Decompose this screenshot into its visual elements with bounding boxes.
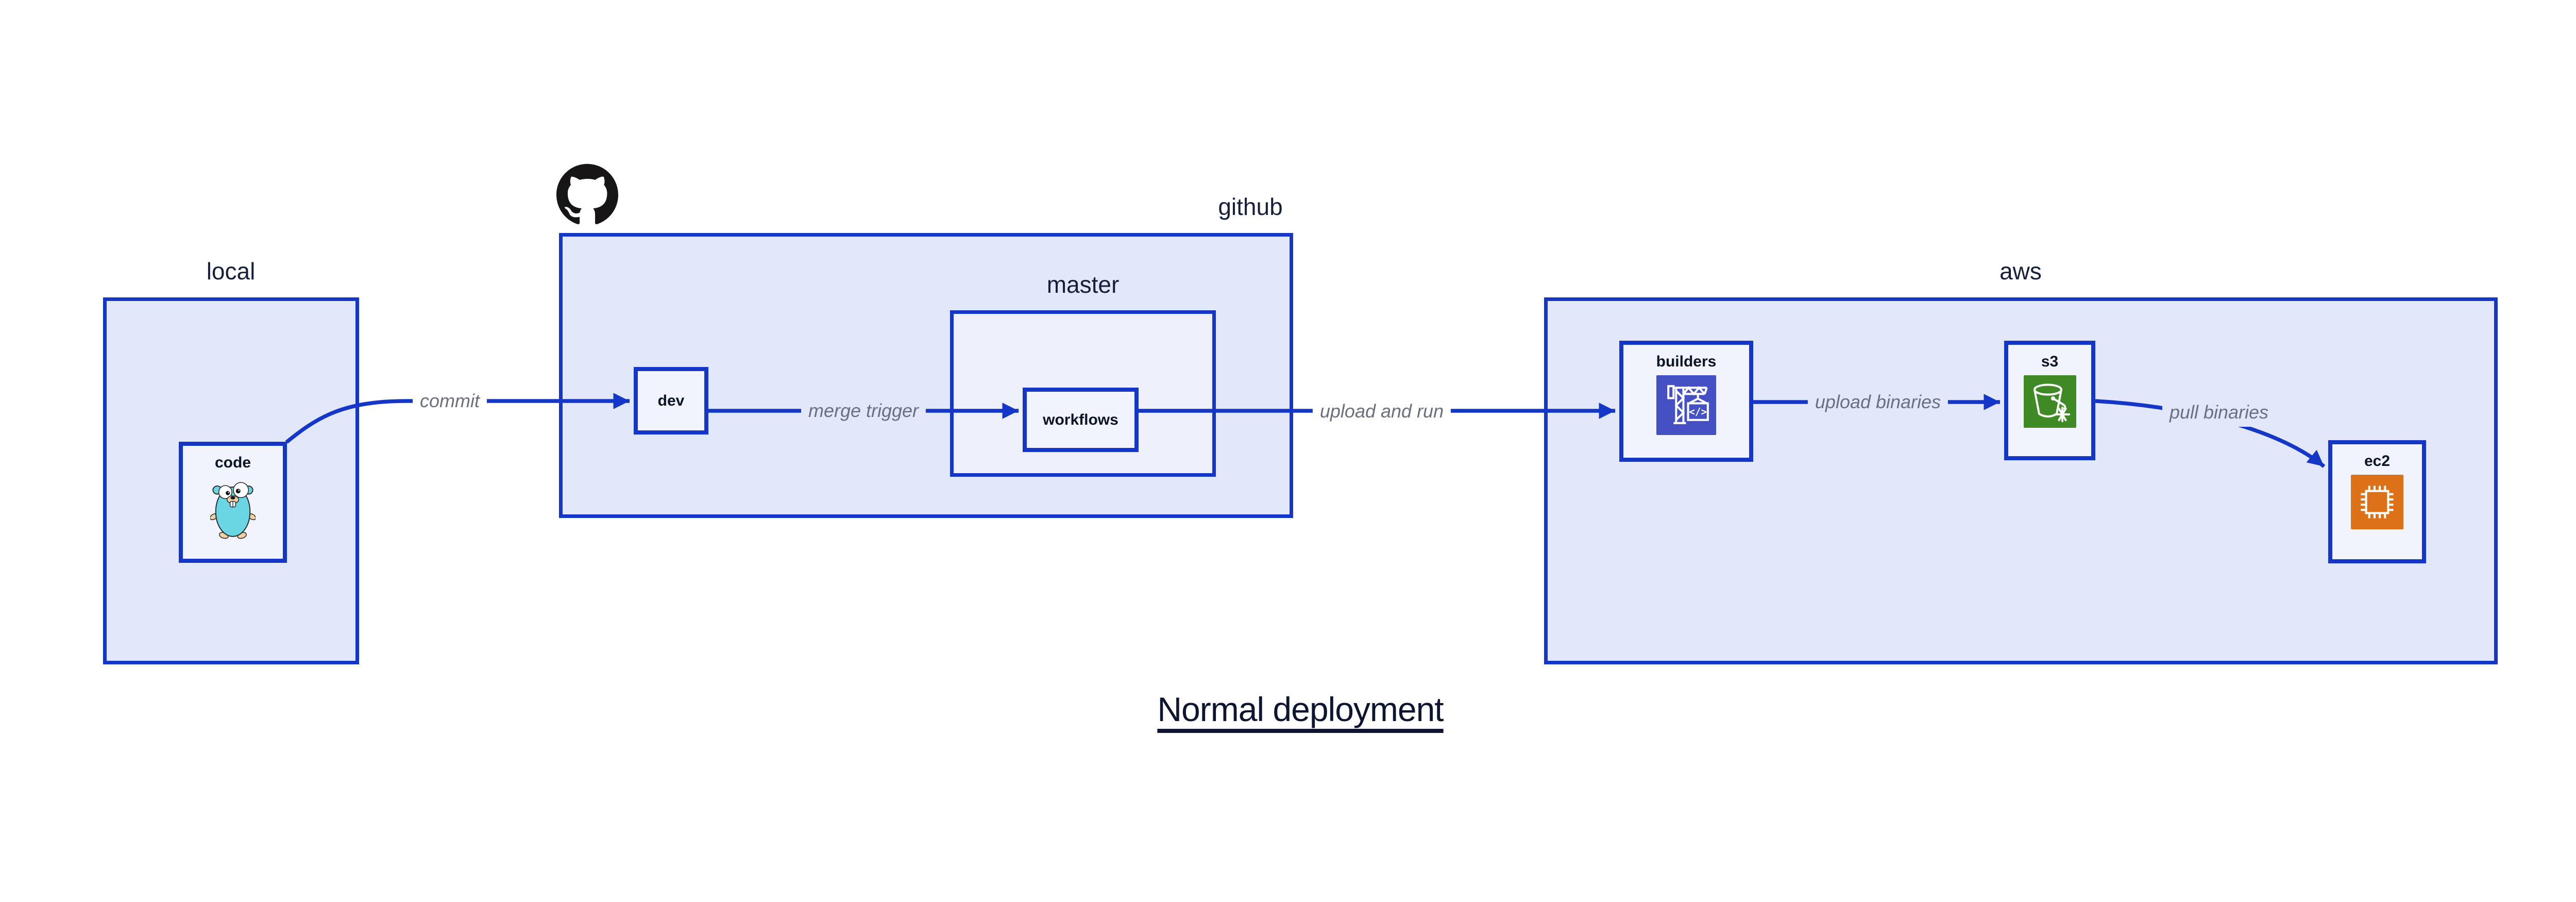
node-code: code (179, 442, 287, 563)
node-ec2: ec2 (2328, 440, 2426, 563)
container-label-master: master (1046, 271, 1120, 298)
edge-label-upload-binaries: upload binaries (1807, 389, 1948, 415)
node-workflows-label: workflows (1043, 411, 1118, 428)
node-s3-label: s3 (2041, 353, 2059, 370)
container-label-local: local (206, 258, 256, 285)
s3-glacier-bucket-icon (2023, 375, 2076, 428)
container-label-github: github (1218, 193, 1283, 220)
github-octocat-icon (556, 164, 618, 225)
node-builders: builders </> (1619, 341, 1753, 462)
node-ec2-label: ec2 (2364, 453, 2391, 470)
go-gopher-icon (210, 482, 256, 539)
ec2-chip-icon (2351, 475, 2403, 529)
node-s3: s3 (2004, 341, 2095, 460)
node-code-label: code (214, 454, 251, 471)
node-workflows: workflows (1023, 388, 1139, 452)
edge-label-merge-trigger: merge trigger (801, 397, 926, 424)
edge-label-upload-and-run: upload and run (1312, 398, 1451, 425)
edge-label-pull-binaries: pull binaries (2162, 398, 2276, 427)
node-dev-label: dev (657, 392, 685, 409)
diagram-title: Normal deployment (1157, 690, 1444, 728)
container-label-aws: aws (1999, 258, 2042, 285)
svg-text:</>: </> (1689, 406, 1707, 418)
node-dev: dev (634, 367, 708, 435)
node-builders-label: builders (1656, 353, 1717, 370)
edge-label-commit: commit (413, 388, 487, 414)
codebuild-crane-icon: </> (1656, 375, 1716, 435)
